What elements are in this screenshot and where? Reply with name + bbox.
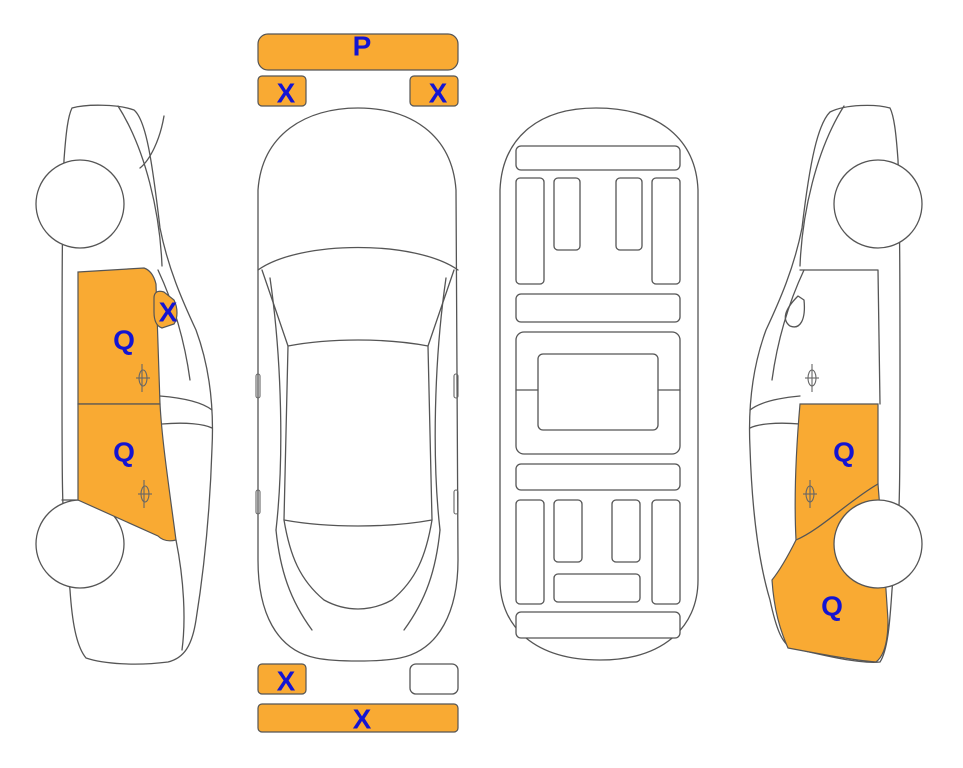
underside-rear-left-box	[515, 177, 545, 285]
underside-front-panel	[515, 611, 681, 639]
top-view-left-handle	[255, 489, 261, 515]
left-side-view: Q Q X	[35, 104, 214, 665]
underside-front-right-box	[651, 499, 681, 605]
top-view-side-left	[269, 277, 282, 531]
right-side-window-line-2	[749, 422, 801, 429]
left-front-door-panel	[77, 267, 161, 405]
left-side-window-line-2	[161, 422, 213, 429]
rear-bumper-panel	[257, 33, 459, 71]
top-view-right-mirror	[453, 373, 459, 399]
top-view: P X X X X	[255, 31, 459, 735]
right-rear-door-marker: Q	[833, 437, 855, 468]
right-side-roof-line	[799, 105, 845, 267]
top-view-side-right	[434, 277, 447, 531]
front-right-lamp-panel	[409, 663, 459, 695]
top-view-right-handle	[453, 489, 459, 515]
right-front-door-handle	[805, 364, 819, 392]
underside-rear-right-box	[651, 177, 681, 285]
rear-bumper-marker: P	[353, 31, 372, 62]
front-left-lamp-panel	[257, 663, 307, 695]
top-view-windshield-rear	[257, 246, 459, 271]
rear-right-lamp-panel	[409, 75, 459, 107]
rear-left-lamp-panel	[257, 75, 307, 107]
underside-rear-panel	[515, 145, 681, 171]
top-view-rear-glass-left	[261, 269, 289, 347]
right-rear-quarter-marker: Q	[821, 591, 843, 622]
left-rear-door-marker: Q	[113, 437, 135, 468]
left-rear-door-handle	[138, 480, 152, 508]
left-rear-door-panel	[77, 403, 177, 542]
rear-left-lamp-marker: X	[277, 78, 296, 109]
left-mirror-marker: X	[159, 297, 178, 328]
right-side-view: Q Q	[748, 104, 923, 663]
rear-right-lamp-marker: X	[429, 78, 448, 109]
right-side-window-line	[749, 395, 801, 411]
front-left-lamp-marker: X	[277, 666, 296, 697]
underside-front-right-inner	[611, 499, 641, 563]
right-rear-door-handle	[803, 480, 817, 508]
top-view-rear-glass-right	[427, 269, 455, 347]
front-bumper-panel	[257, 703, 459, 733]
right-front-wheel	[833, 159, 923, 249]
underside-middle-bar-2	[515, 463, 681, 491]
top-view-hood-left	[275, 529, 313, 631]
underside-middle-bar-1	[515, 293, 681, 323]
underside-front-left-inner	[553, 499, 583, 563]
underside-front-center-bar	[553, 573, 641, 603]
right-side-front-door-line	[799, 269, 881, 405]
left-side-window-line	[159, 395, 213, 411]
left-side-roof-line	[117, 105, 163, 267]
underside-rear-right-inner	[615, 177, 643, 251]
underside-front-left-box	[515, 499, 545, 605]
right-rear-wheel	[833, 499, 923, 589]
left-side-hood-line	[139, 115, 165, 169]
left-front-wheel	[35, 159, 125, 249]
front-bumper-marker: X	[353, 704, 372, 735]
left-side-pillar-line	[157, 269, 191, 381]
underside-center-panel	[537, 353, 659, 431]
left-side-rear-line	[175, 539, 185, 651]
top-view-hood-right	[403, 529, 441, 631]
top-view-front-glass	[283, 519, 433, 610]
top-view-left-mirror	[255, 373, 261, 399]
top-view-body-outline	[257, 107, 459, 662]
underside-view	[499, 107, 699, 661]
right-side-door-split	[784, 295, 806, 328]
left-mirror-panel	[153, 290, 178, 329]
left-front-door-marker: Q	[113, 325, 135, 356]
left-front-door-handle	[136, 364, 150, 392]
underside-rear-left-inner	[553, 177, 581, 251]
